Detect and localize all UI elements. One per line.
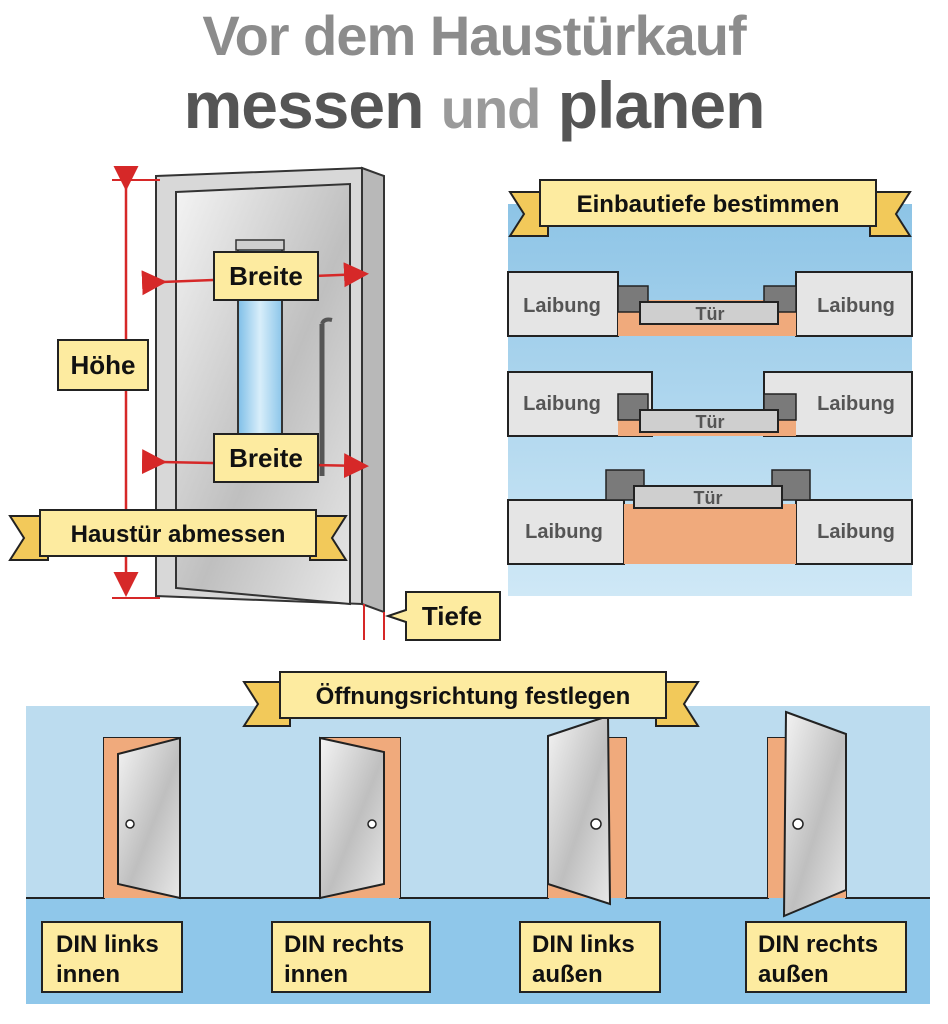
- option-din-right-outward: DIN rechts außen: [745, 921, 907, 993]
- option-din-left-inward: DIN links innen: [41, 921, 183, 993]
- option-line1: DIN rechts: [284, 931, 404, 958]
- direction-banner: Öffnungsrichtung festlegen: [242, 671, 700, 727]
- reveal-right-label: Laibung: [817, 393, 895, 415]
- depth-row-1: Laibung Tür Laibung: [507, 271, 913, 337]
- height-label-text: Höhe: [71, 350, 136, 380]
- depth-banner-text: Einbautiefe bestimmen: [577, 191, 840, 218]
- reveal-left-label: Laibung: [525, 521, 603, 543]
- depth-label-text: Tiefe: [422, 601, 482, 631]
- page-title-line2: messen und planen: [0, 72, 948, 138]
- option-line1: DIN rechts: [758, 931, 878, 958]
- door-din-right-outward: [768, 710, 847, 918]
- direction-banner-text: Öffnungsrichtung festlegen: [316, 683, 631, 710]
- reveal-left-label: Laibung: [523, 393, 601, 415]
- door-label: Tür: [696, 304, 725, 324]
- title-word-messen: messen: [183, 68, 425, 142]
- option-line2: außen: [758, 961, 829, 988]
- page-title-line1: Vor dem Haustürkauf: [202, 4, 746, 67]
- reveal-left-label: Laibung: [523, 295, 601, 317]
- depth-banner: Einbautiefe bestimmen: [508, 179, 912, 237]
- door-label: Tür: [696, 412, 725, 432]
- door-label: Tür: [694, 488, 723, 508]
- depth-label: Tiefe: [384, 591, 501, 641]
- width-label-bottom-text: Breite: [229, 443, 303, 473]
- option-line1: DIN links: [532, 931, 635, 958]
- width-label-bottom: Breite: [213, 433, 319, 483]
- door-din-left-inward: [104, 736, 181, 900]
- option-line2: innen: [56, 961, 120, 988]
- reveal-right-label: Laibung: [817, 521, 895, 543]
- title-word-planen: planen: [557, 68, 766, 142]
- height-label: Höhe: [57, 339, 149, 391]
- depth-row-3: Laibung Tür Laibung: [507, 469, 913, 565]
- option-line1: DIN links: [56, 931, 159, 958]
- opening-direction-panel: DIN links innen DIN rechts innen DIN lin…: [26, 706, 930, 1004]
- measure-banner-text: Haustür abmessen: [71, 521, 286, 548]
- installation-depth-panel: Laibung Tür Laibung Laibung Tür Laibung …: [507, 204, 913, 596]
- option-line2: innen: [284, 961, 348, 988]
- width-label-top-text: Breite: [229, 261, 303, 291]
- option-din-right-inward: DIN rechts innen: [271, 921, 431, 993]
- option-line2: außen: [532, 961, 603, 988]
- door-din-right-inward: [319, 736, 400, 900]
- measure-banner: Haustür abmessen: [8, 509, 348, 561]
- depth-row-2: Laibung Tür Laibung: [507, 371, 913, 437]
- reveal-right-label: Laibung: [817, 295, 895, 317]
- door-measurement-illustration: [112, 166, 385, 640]
- width-label-top: Breite: [213, 251, 319, 301]
- option-din-left-outward: DIN links außen: [519, 921, 661, 993]
- door-din-left-outward: [547, 714, 626, 906]
- title-word-und: und: [440, 77, 542, 140]
